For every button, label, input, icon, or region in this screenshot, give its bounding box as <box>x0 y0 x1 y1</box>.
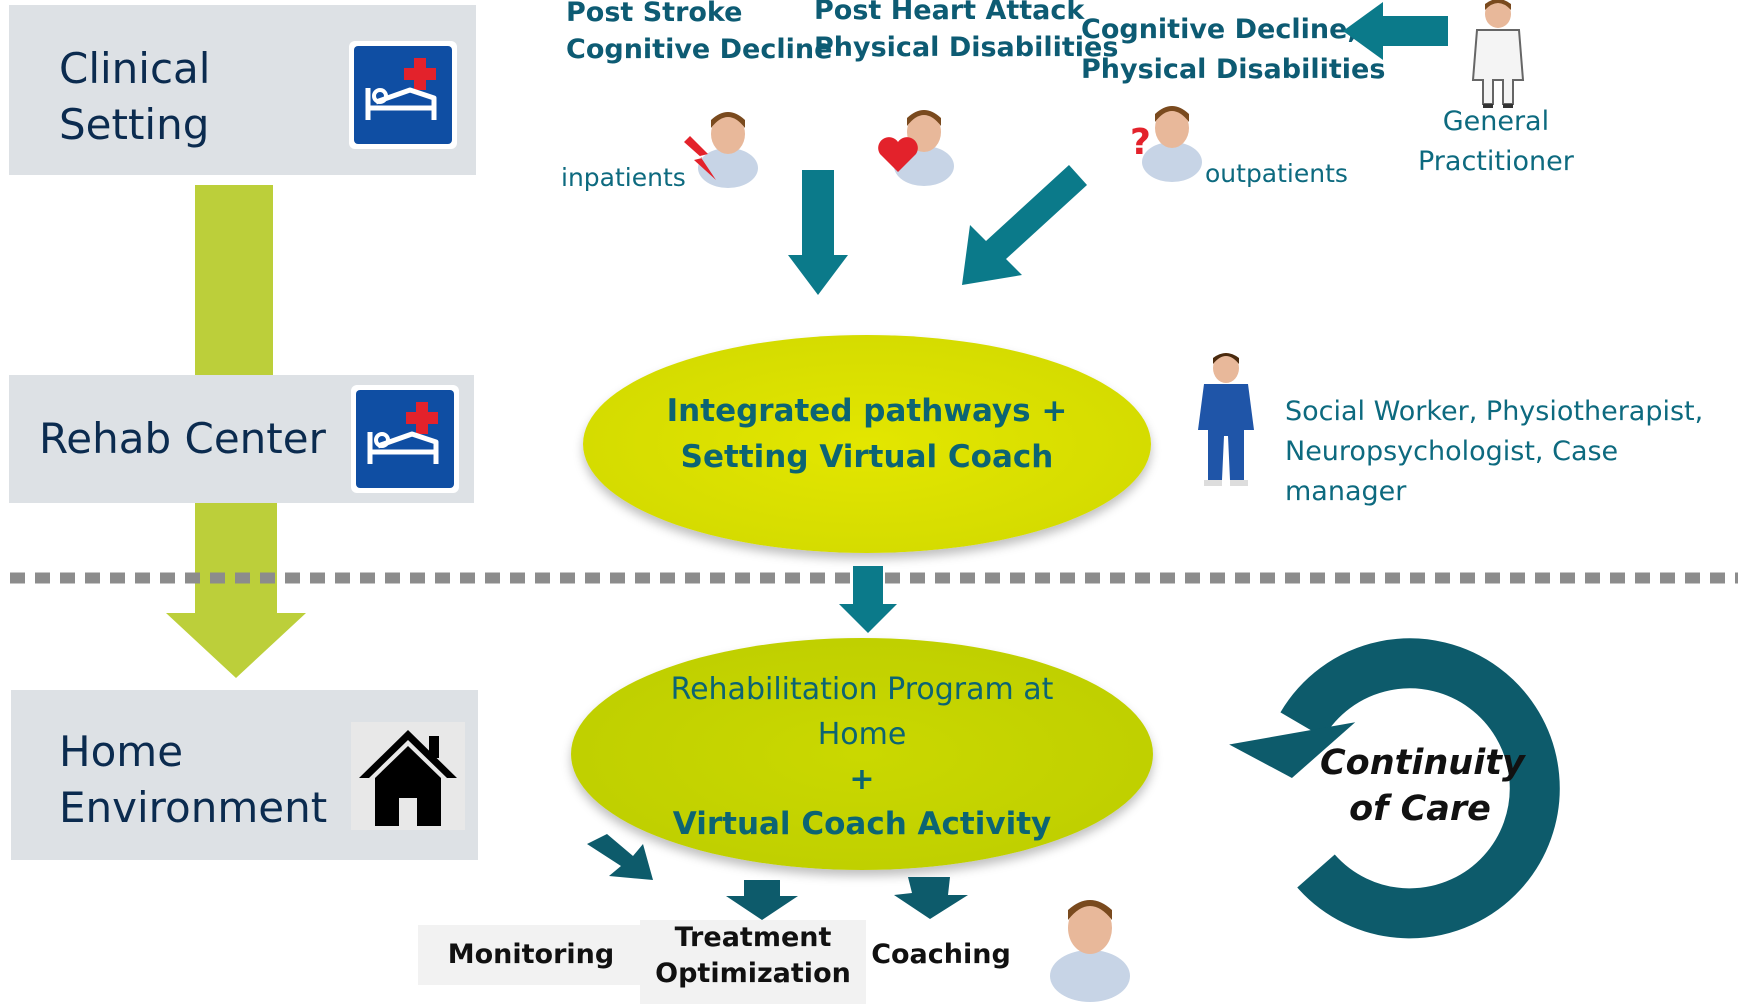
home-environment-box: Home Environment <box>11 690 478 860</box>
rehab-home-line3: Virtual Coach Activity <box>672 806 1052 842</box>
care-team-worker-icon <box>1198 353 1254 486</box>
rehab-home-plus: + <box>849 762 875 797</box>
coaching-label: Coaching <box>871 939 1011 970</box>
inpatient-down-arrow <box>788 170 848 295</box>
outpatients-label: outpatients <box>1205 159 1348 188</box>
rehab-home-ellipse: Rehabilitation Program at Home + Virtual… <box>571 638 1153 870</box>
hospital-bed-sign-icon <box>349 41 457 149</box>
heart-patient-icon <box>878 110 954 186</box>
continuity-line2: of Care <box>1349 789 1491 829</box>
treatment-optimization-label: Treatment Optimization <box>640 920 866 1004</box>
home-environment-label: Home Environment <box>59 727 328 832</box>
outpatient-diagonal-arrow <box>962 165 1087 285</box>
integrated-pathways-line2: Setting Virtual Coach <box>680 439 1054 475</box>
integrated-pathways-line1: Integrated pathways + <box>666 393 1068 429</box>
home-patient-icon <box>1050 900 1130 1002</box>
clinical-setting-label: Clinical Setting <box>59 44 211 149</box>
monitoring-label: Monitoring <box>418 925 644 985</box>
rehab-center-box: Rehab Center <box>9 375 474 503</box>
hospital-bed-sign-icon <box>351 385 459 493</box>
svg-text:?: ? <box>1130 122 1151 163</box>
post-heart-attack-condition: Post Heart Attack Physical Disabilities <box>814 0 1119 63</box>
clinical-to-rehab-arrow <box>195 185 273 375</box>
rehab-home-line1: Rehabilitation Program at <box>670 672 1054 707</box>
integrated-pathways-ellipse: Integrated pathways + Setting Virtual Co… <box>583 335 1151 553</box>
rehab-home-line2: Home <box>817 717 907 752</box>
outpatient-icon: ? <box>1130 106 1202 182</box>
general-practitioner-icon <box>1471 0 1525 108</box>
post-stroke-condition: Post Stroke Cognitive Decline <box>566 0 833 65</box>
care-team-roles: Social Worker, Physiotherapist, Neuropsy… <box>1285 396 1704 507</box>
integrated-to-home-arrow <box>839 566 897 633</box>
continuity-label: Continuity of Care <box>1320 740 1525 832</box>
house-icon <box>351 722 465 830</box>
monitoring-arrow <box>587 834 653 880</box>
inpatients-label: inpatients <box>561 163 686 192</box>
stroke-patient-icon <box>684 112 758 188</box>
continuity-cycle-icon <box>1229 638 1560 939</box>
clinical-setting-box: Clinical Setting <box>9 5 476 175</box>
general-condition: Cognitive Decline, Physical Disabilities <box>1081 14 1386 85</box>
rehab-center-label: Rehab Center <box>39 414 326 463</box>
general-practitioner-label: General Practitioner <box>1418 106 1574 177</box>
coaching-arrow <box>894 877 968 919</box>
continuity-line1: Continuity <box>1320 743 1525 783</box>
gp-to-condition-arrow <box>1343 2 1448 60</box>
rehab-to-home-arrow <box>166 503 306 678</box>
treatment-arrow <box>726 880 798 920</box>
